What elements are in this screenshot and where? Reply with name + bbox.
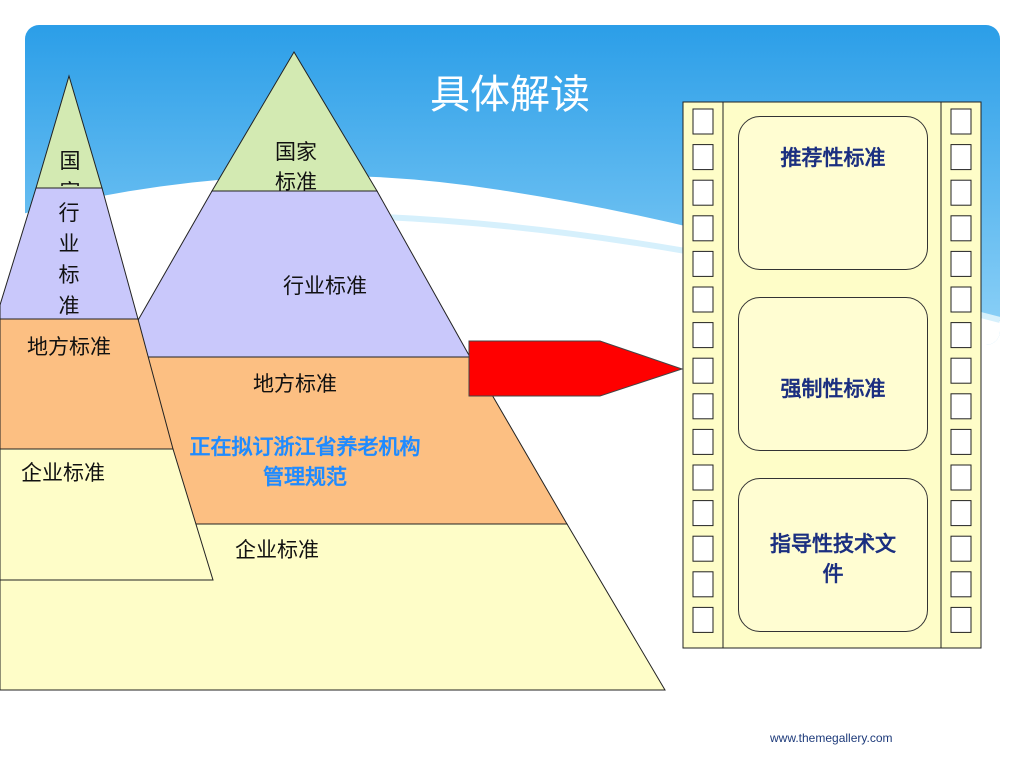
sprocket-hole-right-7 xyxy=(950,322,972,349)
sprocket-hole-right-11 xyxy=(950,464,972,491)
sprocket-hole-right-8 xyxy=(950,357,972,384)
arrow-shape xyxy=(468,340,684,397)
small-industry-char-2: 业 xyxy=(58,232,80,256)
big-local-label: 地方标准 xyxy=(253,372,337,396)
small-industry-label: 行 业 标 准 xyxy=(54,198,84,322)
film-sprocket-holes xyxy=(692,108,972,633)
sprocket-hole-left-13 xyxy=(692,535,714,562)
sprocket-hole-left-2 xyxy=(692,144,714,171)
sprocket-hole-right-14 xyxy=(950,571,972,598)
sprocket-hole-left-7 xyxy=(692,322,714,349)
sprocket-hole-right-5 xyxy=(950,250,972,277)
sprocket-hole-right-4 xyxy=(950,215,972,242)
sprocket-hole-left-11 xyxy=(692,464,714,491)
card-recommended: 推荐性标准 xyxy=(738,116,928,270)
card-mandatory: 强制性标准 xyxy=(738,297,928,451)
sprocket-hole-right-2 xyxy=(950,144,972,171)
sprocket-hole-left-9 xyxy=(692,393,714,420)
footer-url: www.themegallery.com xyxy=(770,731,893,745)
card-guidance: 指导性技术文件 xyxy=(738,478,928,632)
sprocket-hole-left-15 xyxy=(692,606,714,633)
sprocket-hole-right-15 xyxy=(950,606,972,633)
sprocket-hole-left-4 xyxy=(692,215,714,242)
card-guidance-label: 指导性技术文件 xyxy=(770,532,896,586)
card-mandatory-label: 强制性标准 xyxy=(780,377,886,401)
sprocket-hole-right-9 xyxy=(950,393,972,420)
sprocket-hole-left-14 xyxy=(692,571,714,598)
sprocket-hole-left-8 xyxy=(692,357,714,384)
sprocket-hole-right-10 xyxy=(950,428,972,455)
small-local-label: 地方标准 xyxy=(27,335,111,359)
small-industry-char-4: 准 xyxy=(58,294,80,318)
drafting-note: 正在拟订浙江省养老机构管理规范 xyxy=(189,435,421,489)
sprocket-hole-left-12 xyxy=(692,500,714,527)
small-national-label: 国家 xyxy=(59,149,81,186)
sprocket-hole-right-1 xyxy=(950,108,972,135)
slide-title: 具体解读 xyxy=(430,72,590,118)
small-industry-char-3: 标 xyxy=(58,263,80,287)
card-recommended-label: 推荐性标准 xyxy=(780,146,886,170)
small-enterprise-label: 企业标准 xyxy=(21,461,105,485)
small-industry-char-1: 行 xyxy=(58,201,80,225)
sprocket-hole-right-12 xyxy=(950,500,972,527)
small-national-label-clip: 国家 xyxy=(55,146,85,186)
big-industry-label: 行业标准 xyxy=(283,274,367,298)
sprocket-hole-right-13 xyxy=(950,535,972,562)
sprocket-hole-left-3 xyxy=(692,179,714,206)
sprocket-hole-left-1 xyxy=(692,108,714,135)
small-pyramid xyxy=(0,74,214,581)
sprocket-hole-right-6 xyxy=(950,286,972,313)
big-enterprise-label: 企业标准 xyxy=(235,538,319,562)
sprocket-hole-right-3 xyxy=(950,179,972,206)
small-enterprise-layer xyxy=(0,448,214,581)
sprocket-hole-left-6 xyxy=(692,286,714,313)
sprocket-hole-left-10 xyxy=(692,428,714,455)
big-national-label: 国家标准 xyxy=(275,140,317,194)
sprocket-hole-left-5 xyxy=(692,250,714,277)
